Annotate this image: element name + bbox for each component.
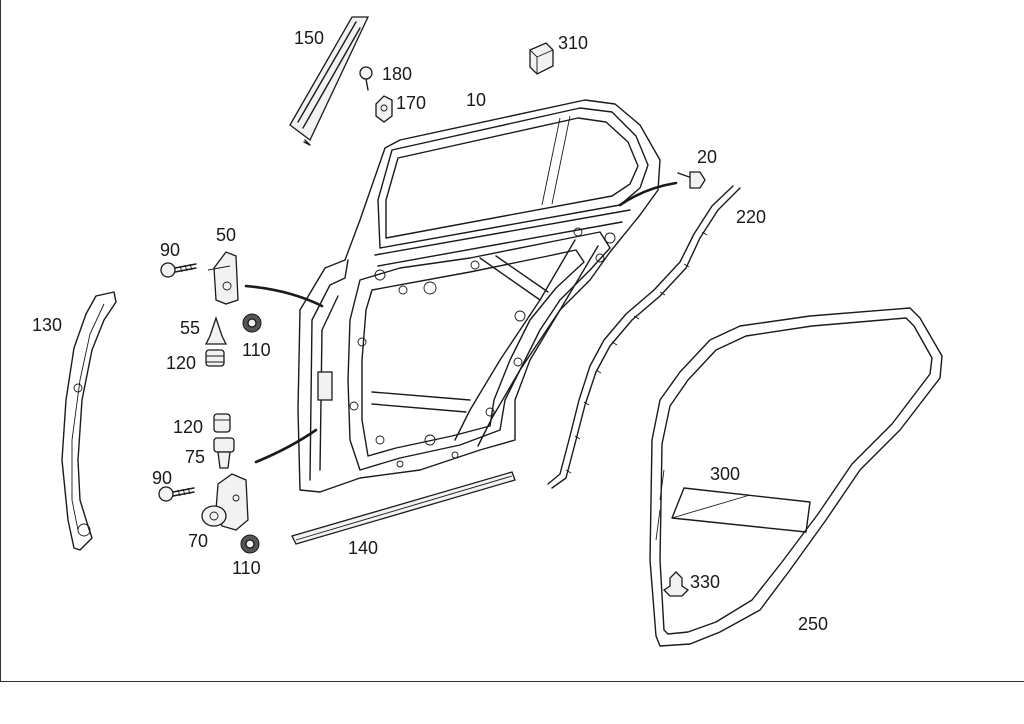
diagram-frame [0,0,1024,682]
callout-75: 75 [185,447,206,467]
part-70-hinge-lower[interactable] [201,473,249,531]
part-150-window-trim[interactable] [289,16,370,146]
callout-10: 10 [466,90,487,110]
callout-90-upper: 90 [160,240,181,260]
callout-20: 20 [697,147,718,167]
callout-220: 220 [736,207,767,227]
callout-130: 130 [32,315,63,335]
part-10-door-shell[interactable] [297,99,661,493]
callout-120-lower: 120 [173,417,204,437]
part-130-trim[interactable] [61,291,117,551]
callout-330: 330 [690,572,721,592]
callout-310: 310 [558,33,589,53]
part-75-pin[interactable] [213,437,235,469]
part-220-seal-strip[interactable] [547,185,741,489]
callout-250: 250 [798,614,829,634]
part-55-pin[interactable] [204,315,228,345]
part-300-sheet[interactable] [671,487,811,533]
callout-110-upper: 110 [242,340,271,360]
part-250-door-seal[interactable] [649,307,943,647]
part-330-clip[interactable] [662,571,690,597]
part-180-screw[interactable] [359,66,373,91]
callout-120-upper: 120 [166,353,197,373]
callout-300: 300 [710,464,741,484]
part-310-cap[interactable] [529,42,554,75]
part-110-nut-lower[interactable] [240,534,260,554]
part-120-nut-upper[interactable] [205,349,225,367]
callout-170: 170 [396,93,427,113]
part-90-screw-lower[interactable] [158,486,195,502]
part-110-nut-upper[interactable] [242,313,262,333]
part-170-bracket[interactable] [375,95,393,123]
part-20-bolt[interactable] [677,171,706,189]
part-50-hinge-upper[interactable] [207,251,239,305]
door-exploded-diagram [61,16,943,647]
leader-lines [244,181,678,464]
callout-55: 55 [180,318,201,338]
callout-180: 180 [382,64,413,84]
callout-110-lower: 110 [232,558,261,578]
callout-50: 50 [216,225,237,245]
part-140-belt-strip[interactable] [291,471,516,545]
callout-70: 70 [188,531,209,551]
part-120-nut-lower[interactable] [213,413,231,433]
callout-90-lower: 90 [152,468,173,488]
callout-140: 140 [348,538,379,558]
part-90-screw-upper[interactable] [160,262,197,278]
callout-150: 150 [294,28,325,48]
